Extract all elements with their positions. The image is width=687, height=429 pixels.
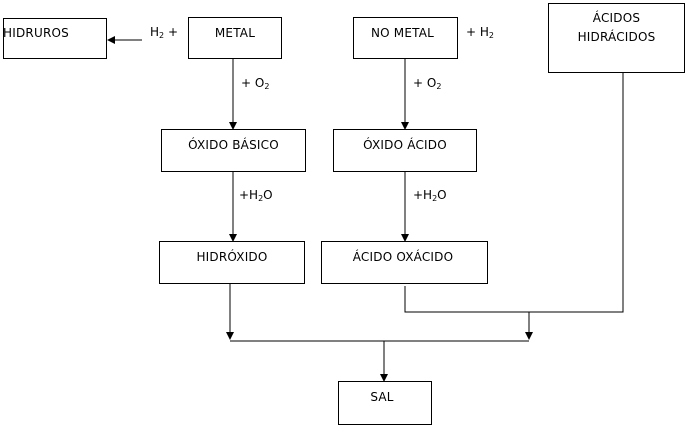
label-o2-nometal: + O2 <box>413 76 441 91</box>
node-sal-label: SAL <box>370 390 394 404</box>
label-h2o-acid: +H2O <box>413 188 447 203</box>
label-plus-h2-sub: 2 <box>488 31 494 40</box>
label-h2o-basic-prefix: +H <box>239 188 259 202</box>
label-h2-plus: H2 + <box>150 25 178 40</box>
node-acidos-hidracidos-label-1: ÁCIDOS <box>592 11 641 25</box>
node-oxido-basico: ÓXIDO BÁSICO <box>161 129 306 172</box>
node-hidruros: HIDRUROS <box>3 18 107 59</box>
node-oxido-acido: ÓXIDO ÁCIDO <box>333 129 477 172</box>
label-h2-plus-prefix: H <box>150 25 160 39</box>
node-metal-label: METAL <box>214 26 256 40</box>
node-no-metal: NO METAL <box>353 17 458 59</box>
label-h2o-basic-sub: 2 <box>258 194 264 203</box>
label-h2o-acid-suffix: O <box>437 188 447 202</box>
label-h2o-basic-suffix: O <box>263 188 273 202</box>
node-sal: SAL <box>338 381 432 425</box>
node-metal: METAL <box>188 17 282 59</box>
node-hidroxido: HIDRÓXIDO <box>159 241 305 284</box>
label-o2-nometal-sub: 2 <box>436 82 442 91</box>
label-o2-metal-sub: 2 <box>264 82 270 91</box>
node-acidos-hidracidos-label-2: HIDRÁCIDOS <box>577 30 656 44</box>
node-acido-oxacido: ÁCIDO OXÁCIDO <box>321 241 488 284</box>
label-h2o-basic: +H2O <box>239 188 273 203</box>
label-o2-metal-prefix: + O <box>241 76 265 90</box>
line-acidos-hidracidos-to-merge <box>404 73 624 313</box>
label-h2o-acid-sub: 2 <box>432 194 438 203</box>
node-hidruros-label: HIDRUROS <box>3 26 69 40</box>
label-h2o-acid-prefix: +H <box>413 188 433 202</box>
node-no-metal-label: NO METAL <box>370 26 435 40</box>
label-plus-h2: + H2 <box>466 25 494 40</box>
node-acido-oxacido-label: ÁCIDO OXÁCIDO <box>352 250 454 264</box>
label-h2-plus-suffix: + <box>167 25 179 39</box>
label-h2-plus-sub: 2 <box>159 31 165 40</box>
node-hidroxido-label: HIDRÓXIDO <box>196 250 268 264</box>
node-oxido-acido-label: ÓXIDO ÁCIDO <box>363 138 447 152</box>
node-acidos-hidracidos: ÁCIDOS HIDRÁCIDOS <box>548 3 685 73</box>
label-o2-metal: + O2 <box>241 76 269 91</box>
node-oxido-basico-label: ÓXIDO BÁSICO <box>188 138 279 152</box>
label-plus-h2-prefix: + H <box>466 25 489 39</box>
label-o2-nometal-prefix: + O <box>413 76 437 90</box>
